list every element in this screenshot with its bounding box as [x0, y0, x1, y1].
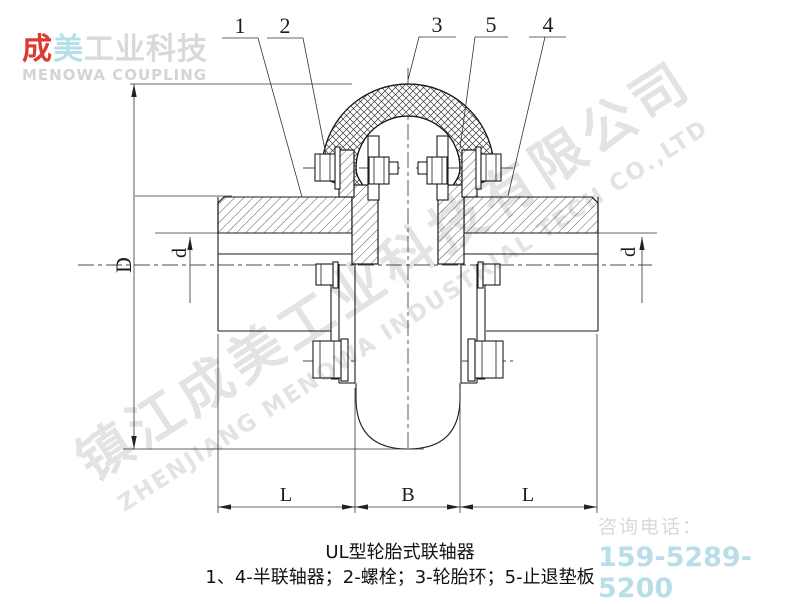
dim-L-right: L	[522, 484, 534, 506]
contact-block: 咨询电话： 159-5289-5200	[598, 512, 800, 604]
watermark: 镇江成美工业科技有限公司 ZHENJIANG MENOWA INDUSTRIAL…	[65, 49, 714, 518]
dim-D: D	[111, 257, 136, 273]
dim-d-right: d	[618, 247, 640, 257]
left-washer	[334, 146, 341, 190]
lower-right-washer	[467, 338, 476, 382]
label-part-1: 1	[235, 13, 246, 38]
logo-english: MENOWA COUPLING	[22, 65, 208, 84]
dimension-arrows	[131, 84, 645, 510]
company-logo: 成美工业科技 MENOWA COUPLING	[22, 34, 208, 83]
bore-lines	[217, 197, 599, 331]
contact-label: 咨询电话：	[598, 516, 704, 538]
drawing-legend: 1、4-半联轴器；2-螺栓；3-轮胎环；5-止退垫板	[205, 567, 595, 588]
left-bolt-stub	[388, 161, 399, 175]
contact-phone: 159-5289-5200	[598, 542, 752, 604]
logo-chars-gray: 工业科技	[84, 32, 208, 67]
side-left-bolt-head	[315, 263, 334, 286]
side-right-bolt-head	[482, 263, 501, 286]
right-nut	[426, 156, 448, 185]
left-nut	[368, 156, 390, 185]
dim-d-left: d	[169, 248, 191, 258]
left-flange-riser	[338, 149, 355, 198]
bolt-clamp-right	[417, 135, 502, 201]
right-bolt-stub	[417, 161, 428, 175]
part-number-labels: 1 2 3 5 4	[235, 12, 554, 38]
dimension-lines	[123, 83, 657, 513]
left-bolt-head	[314, 153, 336, 182]
leader-lines	[222, 36, 566, 198]
logo-chinese: 成美工业科技	[22, 34, 208, 66]
label-part-5: 5	[486, 12, 497, 37]
left-rim-hatch	[217, 196, 353, 234]
watermark-en: ZHENJIANG MENOWA INDUSTRIAL TECH CO.,LTD	[114, 115, 714, 517]
bolt-clamp-left	[314, 135, 399, 201]
dim-L-left: L	[280, 484, 292, 506]
drawing-title: UL型轮胎式联轴器	[325, 542, 475, 563]
label-part-3: 3	[432, 12, 443, 37]
lower-right-bolt-head	[474, 340, 504, 379]
external-view	[218, 261, 598, 450]
logo-char-cyan: 美	[53, 32, 84, 67]
lower-left-bolt-head	[312, 340, 342, 379]
dimension-labels: D d d L B L	[111, 247, 640, 506]
label-part-2: 2	[280, 13, 291, 38]
label-part-4: 4	[543, 12, 554, 37]
dim-B: B	[401, 484, 414, 506]
logo-char-red: 成	[22, 32, 53, 67]
